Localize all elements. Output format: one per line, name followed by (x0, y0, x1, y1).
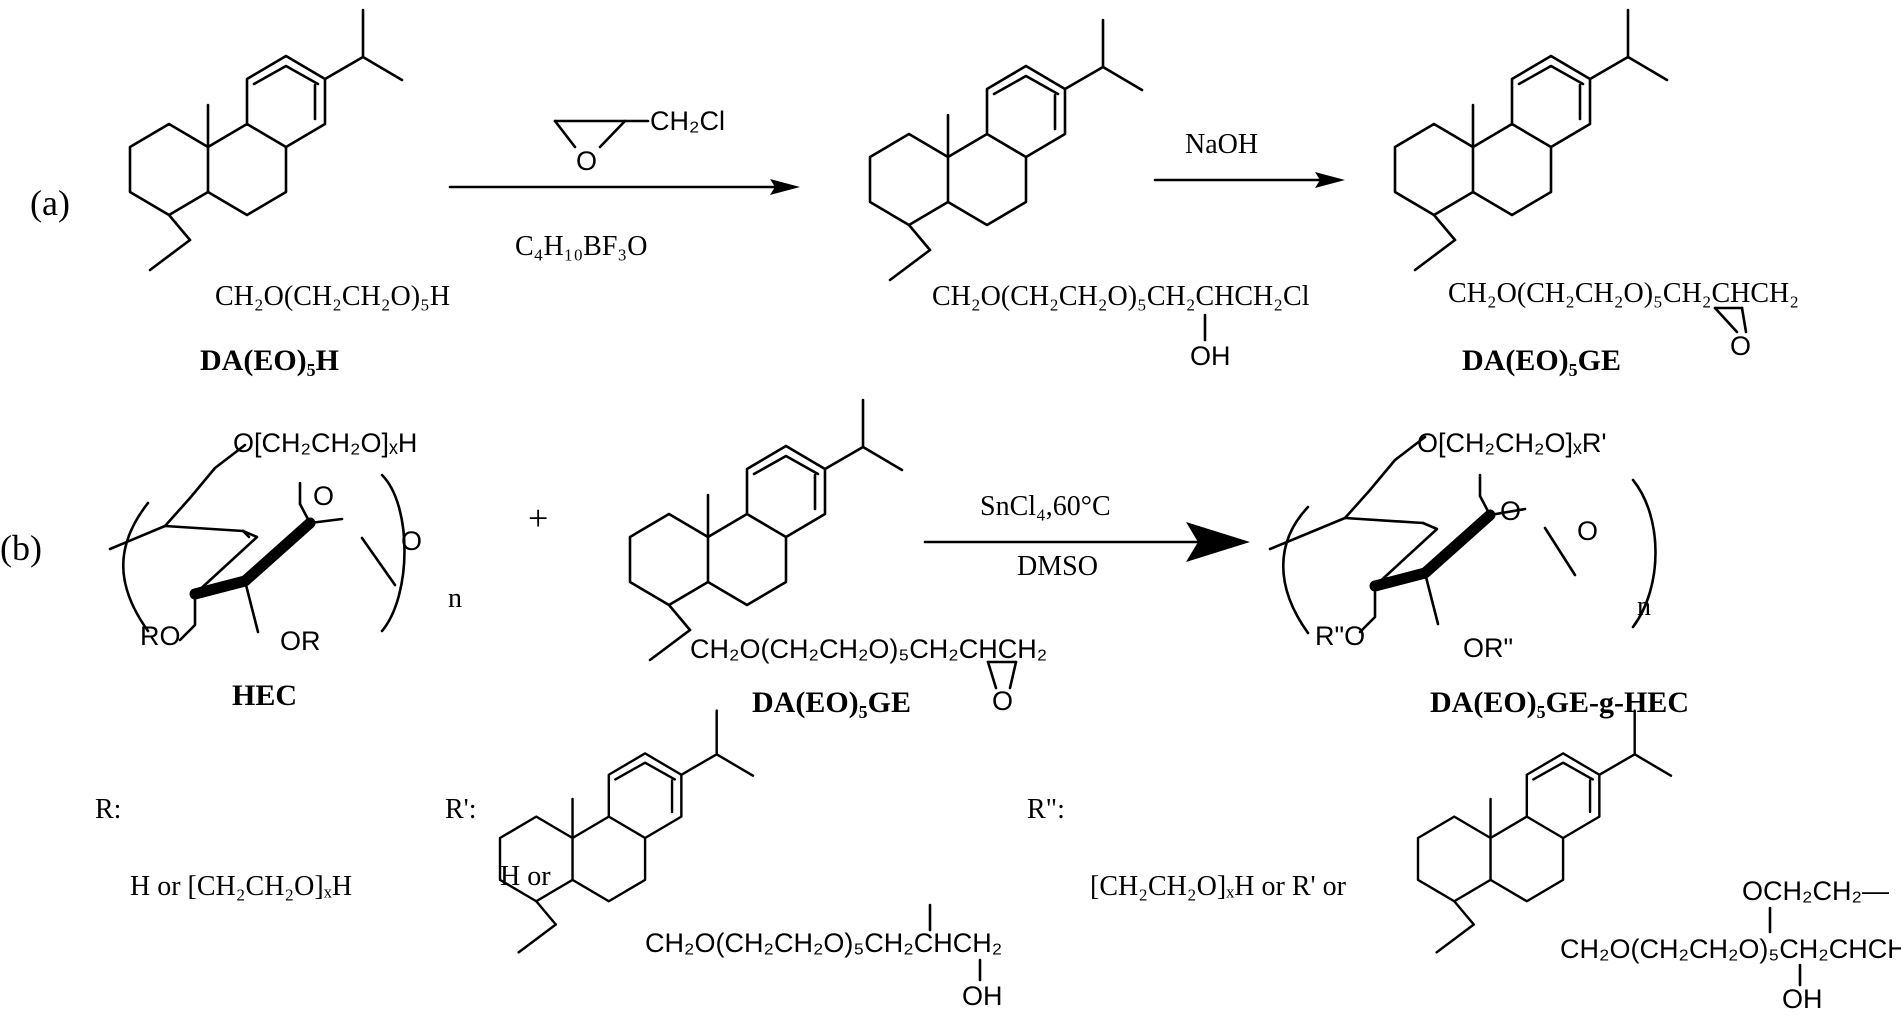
r1-oh: OH (962, 981, 1003, 1011)
hec-n: n (448, 583, 462, 614)
graft-n: n (1637, 591, 1651, 622)
intermediate-oh: OH (1190, 341, 1231, 371)
graft-name: DA(EO)₅GE-g-HEC (1430, 686, 1689, 719)
hec-structure (108, 443, 406, 642)
epichlorohydrin-tail: CH₂Cl (650, 106, 725, 136)
reaction-arrow-2 (1153, 172, 1345, 188)
product-a-structure (1393, 8, 1669, 272)
r2-structure (1416, 709, 1673, 954)
conditions-bottom: DMSO (1017, 551, 1098, 582)
ge-reactant-structure (628, 398, 904, 662)
r2-label: R": (1027, 794, 1065, 825)
plus-sign: + (528, 498, 548, 538)
graft-structure (1268, 435, 1657, 635)
catalyst-label: C₄H₁₀BF₃O (515, 231, 647, 262)
conditions-top: SnCl₄,60°C (980, 491, 1111, 522)
ge-reactant-name: DA(EO)₅GE (752, 686, 911, 719)
intermediate-tail: CH₂O(CH₂CH₂O)₅CH₂CHCH₂Cl (932, 281, 1310, 312)
graft-or: OR" (1463, 633, 1513, 663)
reaction-arrow-1 (448, 179, 800, 195)
graft-ring-o: O (1500, 496, 1521, 526)
r1-prefix: H or (500, 861, 551, 892)
hec-or: OR (280, 626, 321, 656)
r2-oh: OH (1782, 984, 1823, 1014)
product-a-epoxide (1713, 306, 1748, 334)
r2-branch: OCH₂CH₂— (1742, 876, 1889, 906)
r-value: H or [CH₂CH₂O]ₓH (130, 871, 352, 902)
intermediate-structure (868, 18, 1144, 282)
product-a-epoxide-o: O (1730, 331, 1751, 361)
reaction-arrow-3 (923, 522, 1250, 562)
hec-ring-o: O (313, 481, 334, 511)
part-label-b: (b) (0, 528, 42, 568)
hec-ro: RO (140, 621, 181, 651)
r-label: R: (95, 794, 121, 825)
r2-prefix: [CH₂CH₂O]ₓH or R' or (1090, 871, 1347, 902)
hec-name: HEC (232, 679, 297, 712)
base-label: NaOH (1185, 129, 1258, 160)
hec-side-chain: O[CH₂CH₂O]ₓH (233, 428, 417, 458)
start-compound-tail: CH₂O(CH₂CH₂O)₅H (215, 281, 450, 312)
start-compound-name: DA(EO)₅H (200, 344, 339, 377)
r1-structure (498, 709, 755, 954)
start-compound-structure (128, 8, 404, 272)
epichlorohydrin-structure (553, 119, 650, 149)
r1-label: R': (445, 794, 477, 825)
graft-side-chain: O[CH₂CH₂O]ₓR' (1417, 428, 1606, 458)
graft-glyco-o: O (1577, 516, 1598, 546)
graft-ro: R"O (1315, 621, 1365, 651)
product-a-tail: CH₂O(CH₂CH₂O)₅CH₂CHCH₂ (1448, 278, 1799, 309)
part-label-a: (a) (30, 183, 70, 223)
hec-glyco-o: O (401, 526, 422, 556)
product-a-name: DA(EO)₅GE (1462, 344, 1621, 377)
ge-reactant-tail: CH₂O(CH₂CH₂O)₅CH₂CHCH₂ (690, 634, 1047, 664)
r1-tail: CH₂O(CH₂CH₂O)₅CH₂CHCH₂ (645, 928, 1002, 958)
ge-reactant-epoxide (986, 660, 1018, 690)
epichlorohydrin-o: O (576, 146, 597, 176)
ge-reactant-epoxide-o: O (992, 686, 1013, 716)
r2-tail: CH₂O(CH₂CH₂O)₅CH₂CHCH₂ (1560, 934, 1901, 964)
